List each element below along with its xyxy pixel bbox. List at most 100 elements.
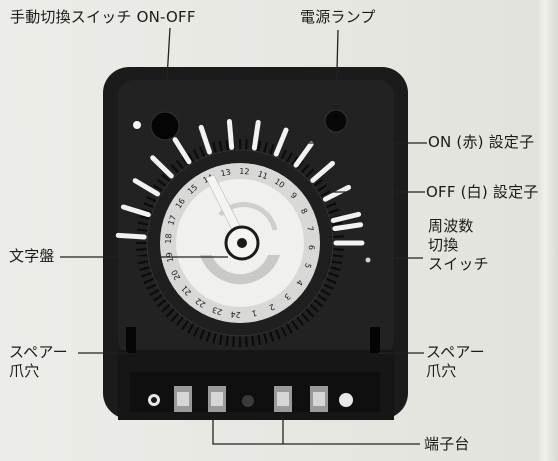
dial-tooth [141,208,154,215]
dial-tooth [212,331,218,344]
dial-tooth [181,155,190,168]
power-lamp [324,109,348,133]
label-spare-right-1: スペアー [426,343,485,361]
dial-tooth [324,202,337,209]
dial-tooth [187,322,195,334]
dial-tooth [274,327,281,340]
dial-tooth [199,146,206,159]
dial-tooth [232,334,236,347]
dial-tooth [331,253,344,258]
dial-inner-arc [200,255,280,285]
dial-number: 20 [170,268,183,281]
dial-number: 18 [164,233,174,244]
dial-number: 8 [299,207,309,216]
dial-tooth [152,184,165,193]
setter-pin [198,124,212,155]
label-frequency-2: 切換 [428,236,459,254]
dial-tooth [225,334,230,347]
setter-pin [310,160,335,183]
dial-tooth [250,334,255,347]
dial-tooth [165,307,176,318]
leader-manual-switch [164,27,171,113]
terminal-screws [148,386,353,412]
dial-tooth [136,253,149,258]
setter-pin [332,222,364,232]
dial-tooth [149,288,161,296]
dial-tooth [256,333,262,346]
dial-tooth [312,298,324,308]
dial-tooth [156,298,168,308]
dial-tooth [285,322,293,334]
dial-tooth [295,315,305,327]
dial-tooth [225,139,230,152]
page-gutter [536,0,558,461]
dial-tooth [268,329,275,342]
leader-lines [60,27,427,445]
dial-tooth [146,196,158,204]
dial-tooth [156,178,168,188]
terminal-hole-right [339,393,353,407]
dial-tooth [139,215,152,221]
label-power-lamp: 電源ランプ [300,8,376,26]
dial-tooth [262,331,268,344]
dial-number: 13 [220,168,232,179]
dial-tooth [193,149,201,161]
dial-tooth [290,318,299,331]
dial-tooth [136,228,149,233]
dial-tooth [170,164,181,175]
dial-number: 9 [289,191,299,201]
dial-tooth [161,173,172,184]
leader-terminal-1 [212,418,420,445]
dial-tooth [170,311,181,322]
setter-pin [251,119,261,151]
dial-tooth [315,293,328,302]
dial-tooth [143,277,156,284]
dial-number: 2 [268,302,277,312]
dial-tooth [285,152,293,164]
label-dial: 文字盤 [9,247,55,265]
dial-tooth [331,235,344,239]
setter-pin [226,118,235,150]
setter-pin [150,155,174,179]
label-off-setter: OFF (白) 設定子 [426,183,539,201]
label-frequency-1: 周波数 [428,217,474,235]
dial-tooth [326,208,339,215]
dial-tooth [218,333,224,346]
setter-pin [115,232,147,240]
dial-tooth [308,302,319,313]
dial-tooth [175,159,185,171]
dial-tooth [161,302,172,313]
dial-tooth [193,325,201,337]
dial-tooth [136,247,149,251]
setter-pin [273,127,289,157]
dial-tooth [319,288,331,296]
setter-pin [322,184,352,202]
dial-tooth [319,190,331,198]
dial-tooth [295,159,305,171]
setter-pin [172,137,192,165]
label-spare-left-2: 爪穴 [9,362,40,380]
setter-pin [120,204,151,218]
dial-tooth [146,282,158,290]
leader-power-lamp [335,29,339,111]
dial-tooth [137,259,150,265]
frequency-switch [365,257,371,263]
dial-tooth [256,140,262,153]
dial-number: 6 [307,245,316,251]
dial-tooth [244,334,248,347]
dial-tooth [143,202,156,209]
terminal-strip [130,372,380,412]
dial-tooth [152,293,165,302]
dial-number: 1 [251,308,258,318]
dial-number: 23 [211,305,224,317]
dial-number: 12 [239,167,250,177]
dial-tooth [268,144,275,157]
setter-pin [330,211,362,223]
dial-tooth [244,139,248,152]
spare-hole-right [370,327,380,353]
terminal-center-screw [242,395,254,407]
manual-switch-knob [150,111,180,141]
dial-number: 17 [166,214,178,227]
dial-tooth [331,247,344,251]
